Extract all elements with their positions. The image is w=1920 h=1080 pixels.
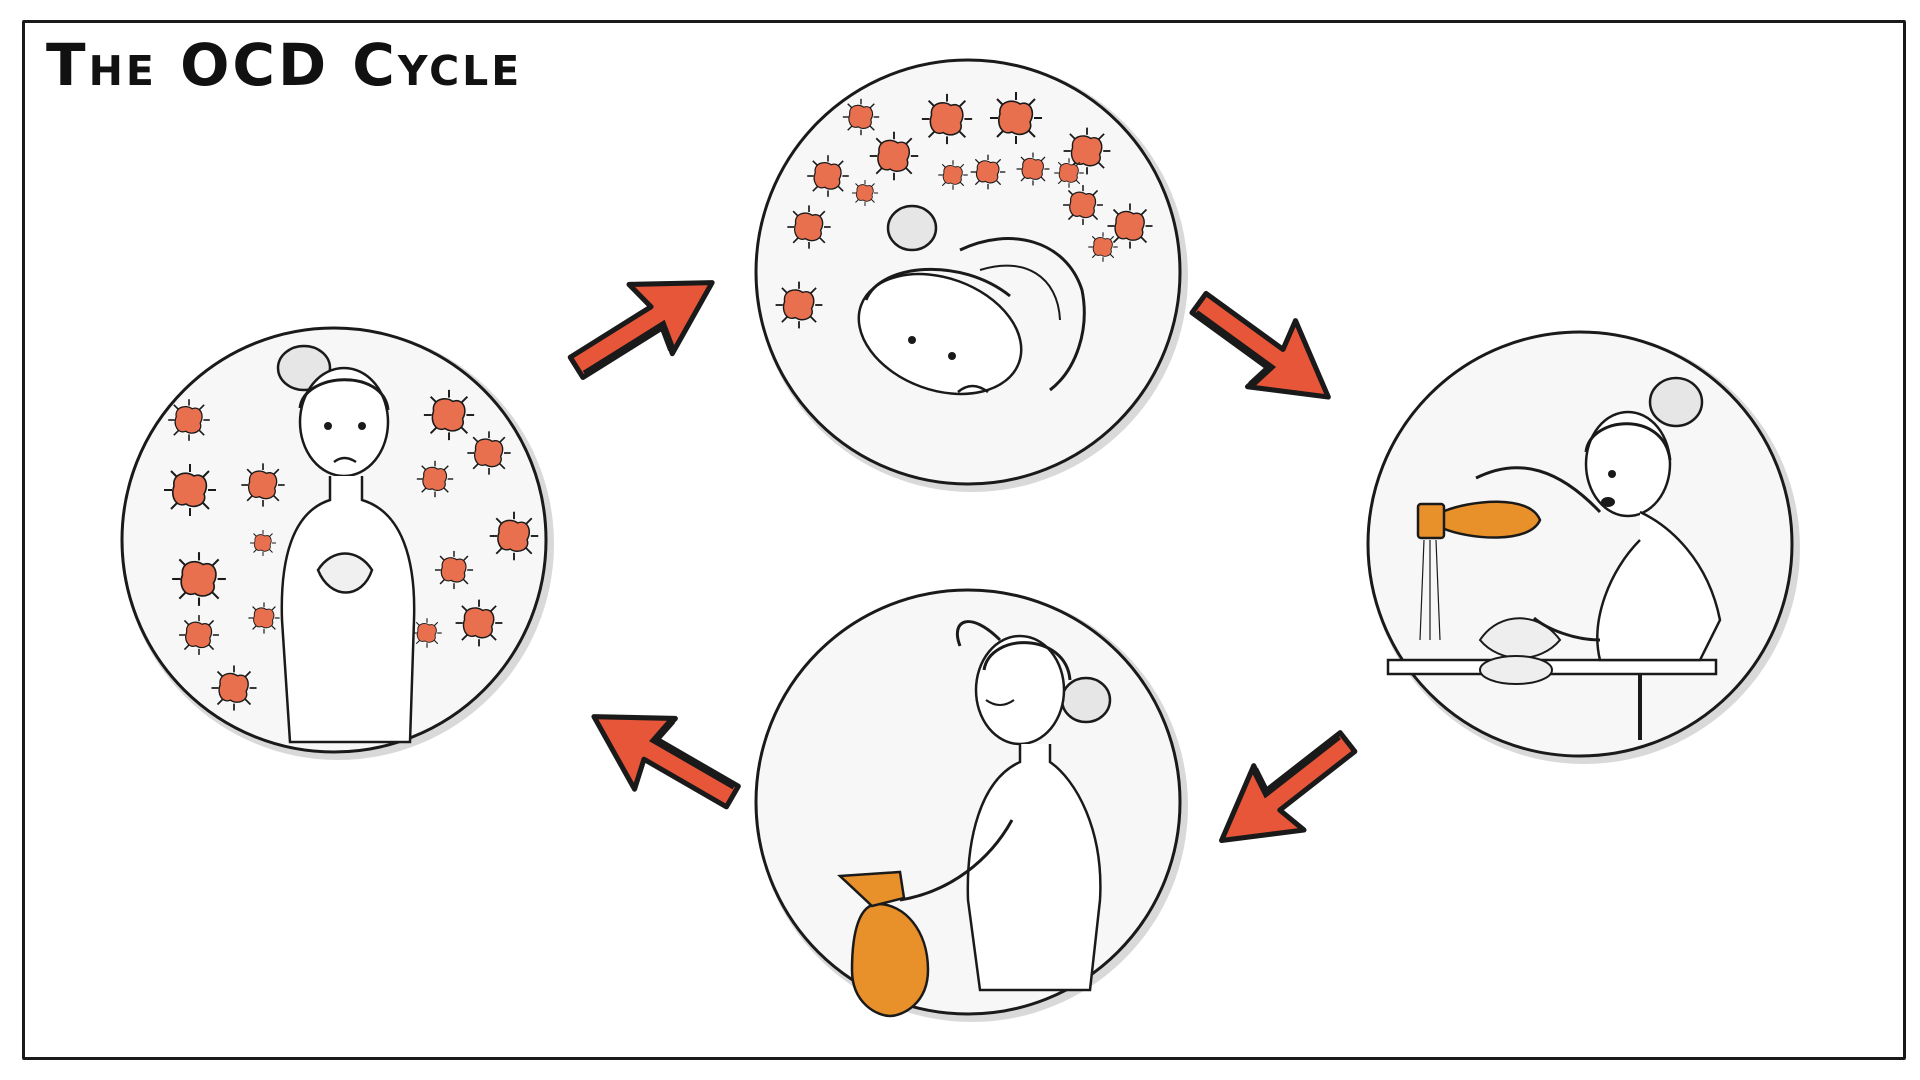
arrow-anxiety-to-compulsion bbox=[1176, 269, 1353, 429]
step-obsession-panel bbox=[120, 326, 554, 760]
step-anxiety-panel bbox=[754, 58, 1188, 492]
step-relief-panel bbox=[754, 588, 1188, 1022]
page-title: The OCD Cycle bbox=[46, 31, 523, 99]
arrow-relief-to-obsession bbox=[573, 683, 752, 834]
step-compulsion-panel bbox=[1366, 330, 1800, 764]
panel-frame bbox=[22, 20, 1906, 1060]
arrow-obsession-to-anxiety bbox=[554, 247, 733, 401]
worried-woman-surrounded-by-germs-icon bbox=[163, 344, 540, 744]
woman-cleaning-table-with-spray-icon bbox=[1386, 376, 1722, 740]
arrow-compulsion-to-relief bbox=[1197, 711, 1373, 874]
distressed-woman-overwhelmed-by-germs-icon bbox=[774, 91, 1154, 396]
relieved-woman-holding-spray-bottle-icon bbox=[837, 620, 1112, 1018]
